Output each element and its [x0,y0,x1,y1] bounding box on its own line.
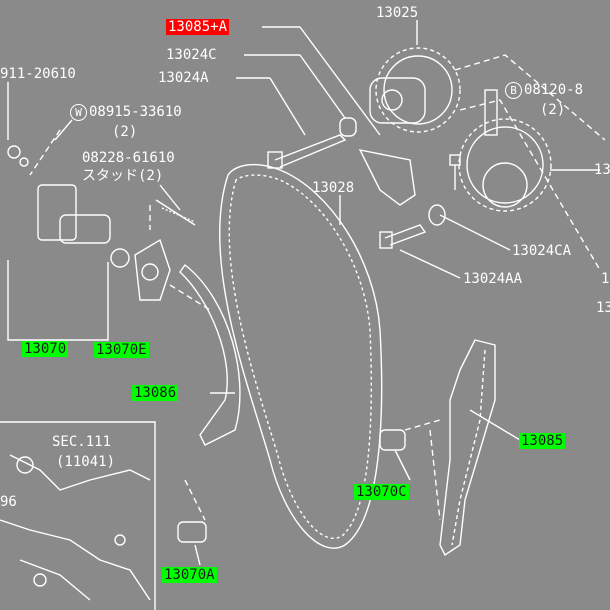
cam-sprocket-13025 [369,47,461,133]
b-circle-icon: B [505,82,522,99]
edge-label-1: 1 [601,271,610,287]
tensioner-13070 [7,145,130,341]
part-label-13024a[interactable]: 13024A [158,70,209,86]
edge-label-13b: 13 [596,300,610,316]
gasket-13070e [134,199,196,301]
dashed-guides [29,54,606,521]
part-label-13085[interactable]: 13085 [519,433,566,449]
edge-label-13: 13 [594,162,610,178]
qty-08915: (2) [112,124,138,140]
part-label-13086[interactable]: 13086 [132,385,179,401]
leader-lines [7,20,600,566]
w-circle-icon: W [70,104,87,121]
chain-guide-13085 [439,339,496,557]
part-label-13024ca[interactable]: 13024CA [512,243,572,259]
part-label-13085a[interactable]: 13085+A [166,19,230,35]
part-number-08120: 08120-8 [524,82,584,98]
part-label-13024aa[interactable]: 13024AA [463,271,523,287]
part-label-13070[interactable]: 13070 [22,341,69,357]
part-label-08228[interactable]: 08228-61610 [82,150,175,166]
inset-box [0,421,156,610]
qty-08120: (2) [540,102,566,118]
part-label-13028[interactable]: 13028 [312,180,355,196]
part-label-13070e[interactable]: 13070E [94,342,149,358]
chain-guide-13086 [179,263,241,446]
part-label-13070a[interactable]: 13070A [162,567,217,583]
part-number-08915: 08915-33610 [89,104,182,120]
part-label-13024c[interactable]: 13024C [166,47,217,63]
part-label-13070c[interactable]: 13070C [354,484,409,500]
stud-note: スタッド(2) [82,168,164,184]
inset-label-96: 96 [0,494,17,510]
bolts [161,117,461,543]
part-label-13025[interactable]: 13025 [376,5,419,21]
section-ref-sub: (11041) [56,454,116,470]
cam-sprocket-lower [458,89,552,212]
timing-chain-13028 [219,163,383,549]
part-label-08911[interactable]: 911-20610 [0,66,76,82]
section-ref[interactable]: SEC.111 [52,434,112,450]
